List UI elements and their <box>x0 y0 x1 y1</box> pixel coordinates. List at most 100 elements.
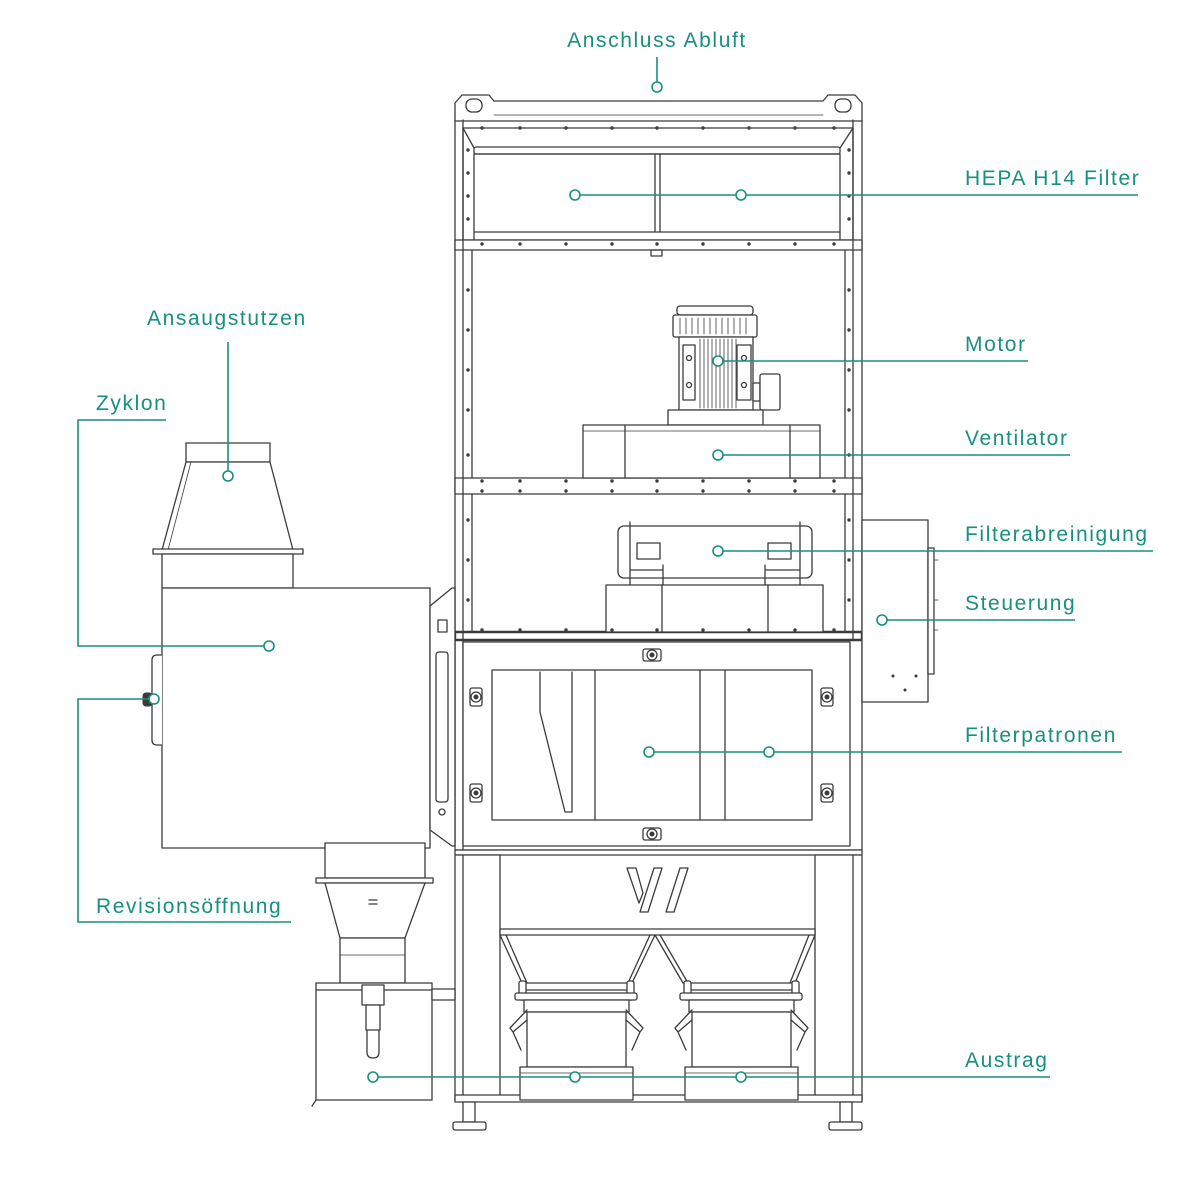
outlet-flange <box>315 877 434 884</box>
screw <box>466 558 470 562</box>
control-box-marks <box>933 559 939 631</box>
bin-clamp-head <box>361 984 385 1006</box>
callout-marker <box>569 1071 581 1083</box>
cowl-slots <box>679 317 747 335</box>
screw <box>847 171 851 175</box>
screw <box>564 242 568 246</box>
connector-bolt <box>438 808 446 816</box>
label-discharge: Austrag <box>965 1049 1049 1072</box>
screw <box>747 628 751 632</box>
screw <box>793 628 797 632</box>
cyclone-bin-foot <box>311 1099 317 1107</box>
clamp-bolt <box>649 831 655 837</box>
terminal-box-neck <box>752 382 761 402</box>
base-leg-left <box>454 854 501 1101</box>
hopper-top-rail <box>499 928 816 936</box>
label-motor: Motor <box>965 333 1027 356</box>
foot-pad <box>828 1121 863 1131</box>
screw <box>832 489 836 493</box>
callout-control: Steuerung <box>876 592 1075 626</box>
motor-section-tab <box>650 249 663 257</box>
bin-rim <box>688 999 795 1013</box>
screw <box>847 148 851 152</box>
door-clamp <box>642 827 662 841</box>
callout-marker <box>148 693 160 705</box>
outlet-neck <box>324 842 426 879</box>
connector-bracket <box>437 619 448 633</box>
callout-discharge: Austrag <box>367 1049 1050 1083</box>
clamp-bracket <box>820 687 834 707</box>
screw <box>564 489 568 493</box>
screw <box>466 194 470 198</box>
screw <box>610 479 614 483</box>
screw <box>480 126 484 130</box>
callout-marker <box>651 81 663 93</box>
screw <box>564 479 568 483</box>
screws <box>466 126 851 632</box>
screw <box>466 368 470 372</box>
screw <box>466 598 470 602</box>
screw <box>466 453 470 457</box>
screw <box>793 479 797 483</box>
section-divider-cleaning-cartridges <box>453 630 864 642</box>
screw <box>793 489 797 493</box>
base-leg-right <box>814 854 863 1101</box>
motor-fins <box>699 338 737 409</box>
control-box-side-plate <box>927 547 935 675</box>
screw <box>518 489 522 493</box>
base-frame <box>452 849 863 1131</box>
cartridge-window <box>491 669 813 821</box>
control-box <box>861 519 939 703</box>
door-clamp <box>469 783 483 803</box>
cabinet <box>453 94 864 851</box>
motor-bolt <box>685 354 693 362</box>
clamp-bolt <box>473 790 479 796</box>
screw <box>466 408 470 412</box>
label-cyclone: Zyklon <box>96 392 167 415</box>
bin-lever-right <box>625 1009 644 1051</box>
screw <box>610 242 614 246</box>
clamp-bracket <box>469 783 483 803</box>
screw <box>655 628 659 632</box>
callout-marker <box>876 614 888 626</box>
screw <box>655 479 659 483</box>
terminal-box <box>759 373 781 411</box>
control-box-screw <box>903 688 907 692</box>
screw <box>701 489 705 493</box>
bin-lever-left <box>509 1009 528 1051</box>
brand-logo <box>626 867 689 913</box>
callout-exhaust-connection: Anschluss Abluft <box>567 29 745 93</box>
callout-marker <box>735 189 747 201</box>
screw <box>466 288 470 292</box>
callout-marker <box>222 470 234 482</box>
label-filter-cleaning: Filterabreinigung <box>965 523 1149 546</box>
screw <box>847 217 851 221</box>
leveling-foot-right <box>828 1101 863 1131</box>
lifting-eye-left <box>465 98 483 113</box>
outlet-valve <box>339 937 406 984</box>
bin-lever-right <box>790 1009 809 1051</box>
bin-lid <box>679 992 803 1001</box>
screw <box>655 489 659 493</box>
screw <box>793 242 797 246</box>
screw <box>793 126 797 130</box>
leader-line <box>77 698 291 923</box>
base-bottom-rail <box>454 1094 863 1103</box>
discharge-hopper <box>499 928 816 984</box>
connector-plate <box>435 651 449 803</box>
motor-side-block-left <box>682 344 696 401</box>
bin-lid <box>514 992 638 1001</box>
callout-marker <box>643 746 655 758</box>
clamp-bolt <box>824 790 830 796</box>
screw <box>466 518 470 522</box>
screw <box>466 148 470 152</box>
cleaning-bracket-left <box>629 521 664 586</box>
door-clamp <box>469 687 483 707</box>
screw <box>466 328 470 332</box>
cyclone-connector <box>429 587 456 847</box>
callout-intake-nozzle: Ansaugstutzen <box>147 307 307 482</box>
door-clamp <box>820 687 834 707</box>
callout-marker <box>712 355 724 367</box>
motor <box>667 305 781 426</box>
label-intake-nozzle: Ansaugstutzen <box>147 307 307 330</box>
